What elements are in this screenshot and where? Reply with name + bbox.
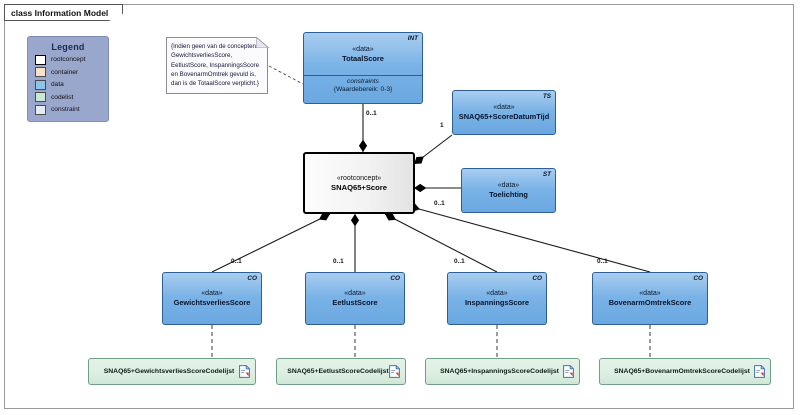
class-scoredatumtijd-corner: TS	[542, 93, 551, 100]
multiplicity-toelichting: 0..1	[434, 200, 445, 207]
multiplicity-gewichtsverlies: 0..1	[231, 258, 242, 265]
note-line-1: {Indien geen van de concepten	[171, 43, 256, 50]
legend-label-constraint: constraint	[51, 106, 80, 113]
class-totaalscore-constraints-compartment: constraints {Waardebereik: 0-3}	[304, 75, 422, 93]
codelist-gewichtsverlies[interactable]: SNAQ65+GewichtsverliesScoreCodelijst	[88, 358, 256, 385]
class-totaalscore-constraints-value: {Waardebereik: 0-3}	[333, 86, 393, 93]
constraint-note: {Indien geen van de concepten Gewichtsve…	[166, 37, 268, 94]
class-scoredatumtijd[interactable]: TS «data» SNAQ65+ScoreDatumTijd	[452, 90, 556, 135]
multiplicity-bovenarm: 0..1	[597, 258, 608, 265]
legend-label-codelist: codelist	[51, 93, 74, 101]
class-bovenarmomtrekscore-stereotype: «data»	[639, 290, 661, 297]
codelist-gewichtsverlies-name: SNAQ65+GewichtsverliesScoreCodelijst	[103, 368, 235, 375]
multiplicity-totaalscore: 0..1	[366, 110, 377, 117]
document-icon	[563, 365, 574, 378]
class-inspanningsscore[interactable]: CO «data» InspanningsScore	[447, 272, 547, 325]
multiplicity-scoredatumtijd: 1	[440, 122, 444, 129]
class-rootconcept-stereotype: «rootconcept»	[336, 174, 382, 182]
note-line-3: EetlustScore, InspanningsScore	[171, 61, 260, 69]
class-totaalscore-corner: INT	[407, 35, 418, 42]
constraint-note-text: {Indien geen van de concepten Gewichtsve…	[167, 38, 267, 88]
codelist-eetlust[interactable]: SNAQ65+EetlustScoreCodelijst	[276, 358, 406, 385]
class-totaalscore-constraints-title: constraints	[347, 78, 379, 85]
note-anchor-line	[268, 65, 304, 85]
legend-swatch-data	[35, 79, 46, 90]
edge-bovenarm	[407, 203, 651, 273]
legend-swatch-constraint	[35, 104, 46, 115]
document-icon	[389, 365, 400, 378]
class-totaalscore[interactable]: INT «data» TotaalScore constraints {Waar…	[303, 32, 423, 104]
edge-scoredatumtijd	[413, 134, 453, 165]
codelist-eetlust-name: SNAQ65+EetlustScoreCodelijst	[287, 368, 389, 375]
edge-gewichtsverlies	[211, 213, 331, 273]
class-eetlustscore-stereotype: «data»	[344, 290, 366, 297]
legend-label-data: data	[51, 81, 64, 88]
class-toelichting[interactable]: ST «data» Toelichting	[461, 168, 556, 213]
class-rootconcept-name: SNAQ65+Score	[331, 182, 387, 192]
class-bovenarmomtrekscore-name: BovenarmOmtrekScore	[608, 298, 692, 307]
document-icon	[754, 365, 765, 378]
legend-item-data: data	[35, 79, 108, 90]
note-line-4: en BovenarmOmtrek gevuld is,	[171, 70, 256, 78]
class-gewichtsverliesscore-name: GewichtsverliesScore	[173, 298, 251, 307]
class-bovenarmomtrekscore-corner: CO	[693, 275, 703, 282]
note-fold-corner	[256, 37, 269, 48]
legend-item-rootconcept: rootconcept	[35, 54, 108, 65]
class-eetlustscore-corner: CO	[390, 275, 400, 282]
class-inspanningsscore-stereotype: «data»	[486, 290, 508, 297]
legend-swatch-container	[35, 67, 46, 77]
document-icon	[239, 365, 250, 378]
legend-swatch-rootconcept	[35, 54, 46, 65]
codelist-inspannings[interactable]: SNAQ65+InspanningsScoreCodelijst	[425, 358, 580, 385]
legend-panel: Legend rootconcept container data codeli…	[27, 36, 109, 122]
class-scoredatumtijd-stereotype: «data»	[493, 104, 515, 111]
class-eetlustscore[interactable]: CO «data» EetlustScore	[305, 272, 405, 325]
legend-item-container: container	[35, 67, 108, 77]
legend-item-codelist: codelist	[35, 92, 108, 102]
note-line-5: dan is de TotaalScore verplicht.}	[171, 80, 259, 88]
legend-label-container: container	[51, 68, 79, 76]
class-inspanningsscore-name: InspanningsScore	[464, 298, 530, 307]
multiplicity-inspannings: 0..1	[454, 258, 465, 265]
class-gewichtsverliesscore[interactable]: CO «data» GewichtsverliesScore	[162, 272, 262, 325]
class-rootconcept-snaq65-score[interactable]: «rootconcept» SNAQ65+Score	[303, 152, 415, 214]
legend-label-rootconcept: rootconcept	[51, 56, 86, 63]
class-inspanningsscore-corner: CO	[532, 275, 542, 282]
note-line-2: GewichtsverliesScore,	[171, 52, 233, 60]
multiplicity-eetlust: 0..1	[333, 258, 344, 265]
class-bovenarmomtrekscore[interactable]: CO «data» BovenarmOmtrekScore	[592, 272, 708, 325]
codelist-inspannings-name: SNAQ65+InspanningsScoreCodelijst	[440, 368, 559, 375]
class-gewichtsverliesscore-stereotype: «data»	[201, 290, 223, 297]
edge-inspannings	[384, 213, 498, 273]
class-toelichting-stereotype: «data»	[497, 182, 520, 189]
legend-swatch-codelist	[35, 92, 46, 102]
diagram-frame-label: class Information Model	[4, 4, 124, 21]
legend-title: Legend	[51, 42, 85, 52]
codelist-bovenarm[interactable]: SNAQ65+BovenarmOmtrekScoreCodelijst	[599, 358, 771, 385]
class-gewichtsverliesscore-corner: CO	[247, 275, 257, 282]
legend-item-constraint: constraint	[35, 104, 108, 115]
class-totaalscore-name: TotaalScore	[342, 53, 384, 63]
class-eetlustscore-name: EetlustScore	[332, 298, 378, 307]
class-totaalscore-stereotype: «data»	[352, 45, 374, 53]
codelist-bovenarm-name: SNAQ65+BovenarmOmtrekScoreCodelijst	[614, 368, 750, 375]
class-scoredatumtijd-name: SNAQ65+ScoreDatumTijd	[458, 112, 550, 121]
class-toelichting-name: Toelichting	[489, 190, 528, 199]
class-toelichting-corner: ST	[542, 171, 551, 178]
